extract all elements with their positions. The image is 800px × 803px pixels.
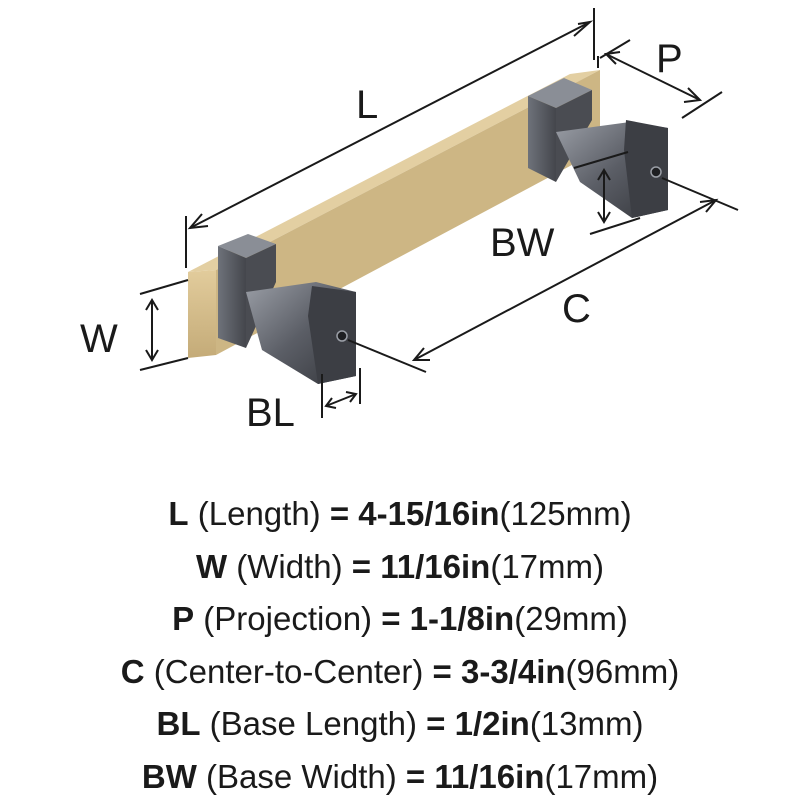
spec-equals: = bbox=[433, 653, 461, 690]
spec-name: (Base Length) bbox=[201, 705, 427, 742]
label-center-to-center: C bbox=[562, 287, 591, 331]
spec-metric-value: (125mm) bbox=[500, 495, 632, 532]
back-screw-hole-icon bbox=[651, 167, 661, 177]
cabinet-pull-dimension-diagram: L P BW C W BL bbox=[0, 0, 800, 470]
spec-metric-value: (13mm) bbox=[530, 705, 644, 742]
spec-imperial-value: 1/2in bbox=[455, 705, 530, 742]
spec-code: L bbox=[168, 495, 188, 532]
label-projection: P bbox=[656, 37, 683, 81]
spec-equals: = bbox=[381, 600, 409, 637]
spec-metric-value: (17mm) bbox=[490, 548, 604, 585]
spec-code: C bbox=[121, 653, 145, 690]
spec-metric-value: (96mm) bbox=[566, 653, 680, 690]
spec-name: (Width) bbox=[227, 548, 352, 585]
spec-row-width: W (Width) = 11/16in(17mm) bbox=[0, 541, 800, 594]
spec-code: BL bbox=[157, 705, 201, 742]
label-length: L bbox=[356, 83, 378, 127]
spec-imperial-value: 3-3/4in bbox=[461, 653, 566, 690]
spec-equals: = bbox=[330, 495, 358, 532]
spec-row-base-length: BL (Base Length) = 1/2in(13mm) bbox=[0, 698, 800, 751]
spec-code: BW bbox=[142, 758, 197, 795]
spec-name: (Projection) bbox=[194, 600, 381, 637]
spec-row-projection: P (Projection) = 1-1/8in(29mm) bbox=[0, 593, 800, 646]
spec-equals: = bbox=[426, 705, 454, 742]
pull-handle-illustration bbox=[188, 70, 668, 384]
width-dimension bbox=[140, 280, 188, 370]
spec-imperial-value: 4-15/16in bbox=[358, 495, 499, 532]
spec-row-center-to-center: C (Center-to-Center) = 3-3/4in(96mm) bbox=[0, 646, 800, 699]
front-screw-hole-icon bbox=[337, 331, 347, 341]
spec-row-base-width: BW (Base Width) = 11/16in(17mm) bbox=[0, 751, 800, 803]
spec-name: (Center-to-Center) bbox=[145, 653, 433, 690]
spec-name: (Base Width) bbox=[197, 758, 406, 795]
spec-imperial-value: 11/16in bbox=[434, 758, 544, 795]
dimension-spec-list: L (Length) = 4-15/16in(125mm) W (Width) … bbox=[0, 488, 800, 803]
spec-name: (Length) bbox=[189, 495, 330, 532]
spec-imperial-value: 11/16in bbox=[380, 548, 490, 585]
label-width: W bbox=[80, 317, 118, 361]
spec-code: P bbox=[172, 600, 194, 637]
spec-metric-value: (17mm) bbox=[544, 758, 658, 795]
spec-equals: = bbox=[406, 758, 434, 795]
spec-imperial-value: 1-1/8in bbox=[410, 600, 515, 637]
spec-metric-value: (29mm) bbox=[514, 600, 628, 637]
label-base-width: BW bbox=[490, 221, 555, 265]
spec-equals: = bbox=[352, 548, 380, 585]
handle-bar-front-face bbox=[188, 270, 216, 358]
label-base-length: BL bbox=[246, 391, 295, 435]
spec-code: W bbox=[196, 548, 227, 585]
spec-row-length: L (Length) = 4-15/16in(125mm) bbox=[0, 488, 800, 541]
